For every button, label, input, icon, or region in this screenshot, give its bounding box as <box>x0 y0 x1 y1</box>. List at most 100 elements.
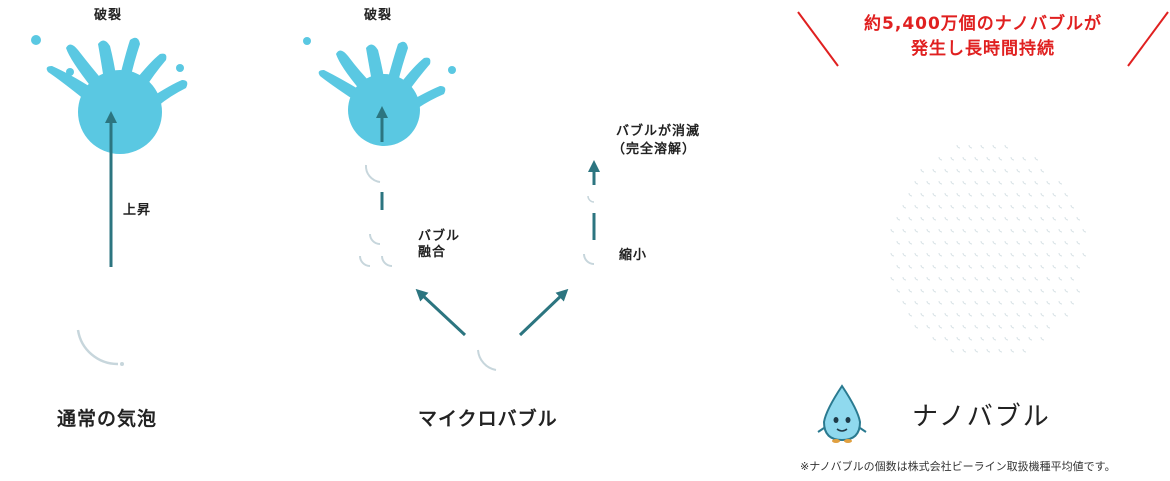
nano-bubble <box>932 336 937 341</box>
nano-bubble <box>1052 192 1057 197</box>
nano-bubble <box>998 300 1003 305</box>
nano-bubble <box>1034 204 1039 209</box>
nano-bubble <box>968 192 973 197</box>
nano-bubble <box>1004 288 1009 293</box>
nano-bubble <box>956 240 961 245</box>
normal-burst-label: 破裂 <box>94 8 123 23</box>
micro-bubble-icon <box>477 349 497 371</box>
nano-bubble <box>980 168 985 173</box>
nano-bubble <box>962 156 967 161</box>
nano-callout-line2: 発生し長時間持続 <box>911 39 1055 59</box>
nano-bubble <box>950 180 955 185</box>
micro-title: マイクロバブル <box>418 408 558 430</box>
normal-title: 通常の気泡 <box>57 408 158 430</box>
nano-bubble <box>932 168 937 173</box>
nano-bubble <box>998 204 1003 209</box>
nano-bubble <box>1058 228 1063 233</box>
nano-bubble <box>974 156 979 161</box>
nano-bubble <box>968 168 973 173</box>
nano-bubble <box>1028 192 1033 197</box>
nano-bubble <box>1010 180 1015 185</box>
nano-bubble <box>992 336 997 341</box>
nano-bubble <box>998 180 1003 185</box>
nano-bubble <box>944 240 949 245</box>
nano-bubble <box>1058 252 1063 257</box>
nano-bubble <box>944 264 949 269</box>
nano-bubble <box>1040 336 1045 341</box>
nano-bubble <box>950 204 955 209</box>
nano-bubble <box>932 288 937 293</box>
nano-bubble <box>962 276 967 281</box>
nano-bubble <box>1040 240 1045 245</box>
micro-vanish-label-2: （完全溶解） <box>612 142 697 157</box>
nano-bubble <box>950 276 955 281</box>
nano-bubble <box>986 180 991 185</box>
nano-bubble <box>1028 312 1033 317</box>
nano-bubble <box>926 300 931 305</box>
callout-left-line <box>797 11 839 67</box>
nano-bubble <box>902 204 907 209</box>
nano-bubble <box>968 144 973 149</box>
nano-bubble <box>1010 204 1015 209</box>
nano-bubble <box>932 216 937 221</box>
nano-bubble <box>1052 264 1057 269</box>
nano-bubble <box>1016 288 1021 293</box>
micro-shrink-bubble-icon <box>583 253 595 265</box>
nano-bubble <box>1034 180 1039 185</box>
nano-bubble <box>914 180 919 185</box>
nano-bubble <box>986 348 991 353</box>
nano-bubble <box>1058 180 1063 185</box>
nano-bubble <box>932 312 937 317</box>
normal-bubble-icon <box>76 329 119 366</box>
nano-bubble <box>1034 252 1039 257</box>
nano-bubble <box>974 348 979 353</box>
nano-bubble <box>1022 252 1027 257</box>
nano-bubble <box>1010 324 1015 329</box>
nano-bubble <box>1076 288 1081 293</box>
nano-bubble <box>890 228 895 233</box>
nano-bubble <box>944 192 949 197</box>
nano-bubble <box>962 204 967 209</box>
nano-bubble <box>902 300 907 305</box>
nano-bubble <box>968 336 973 341</box>
nano-bubble <box>1046 324 1051 329</box>
water-drop-mascot-icon <box>817 384 867 443</box>
nano-bubble <box>1040 288 1045 293</box>
nano-bubble <box>956 336 961 341</box>
nano-callout: 約5,400万個のナノバブルが 発生し長時間持続 <box>843 12 1123 62</box>
nano-bubble <box>956 216 961 221</box>
nano-bubble <box>974 300 979 305</box>
nano-bubble <box>950 156 955 161</box>
nano-bubble <box>992 288 997 293</box>
nano-bubble <box>998 252 1003 257</box>
nano-bubble <box>1070 228 1075 233</box>
nano-bubble <box>1052 240 1057 245</box>
nano-bubble <box>1076 264 1081 269</box>
micro-merge-label-1: バブル <box>418 229 461 244</box>
nano-bubble <box>956 264 961 269</box>
nano-bubble <box>926 204 931 209</box>
nano-bubble <box>974 252 979 257</box>
nano-bubble <box>1052 312 1057 317</box>
nano-title: ナノバブル <box>912 402 1051 432</box>
nano-bubble <box>890 276 895 281</box>
nano-bubble <box>950 324 955 329</box>
nano-bubble <box>1064 216 1069 221</box>
nano-bubble <box>1034 300 1039 305</box>
nano-footnote: ※ナノバブルの個数は株式会社ビーライン取扱機種平均値です。 <box>800 460 1116 473</box>
nano-bubble <box>914 276 919 281</box>
nano-bubble <box>1070 204 1075 209</box>
nano-bubble <box>950 300 955 305</box>
nano-bubble <box>962 300 967 305</box>
nano-bubble <box>1046 276 1051 281</box>
nano-bubble <box>1016 240 1021 245</box>
nano-bubble <box>1010 228 1015 233</box>
nano-bubble <box>1010 300 1015 305</box>
nano-bubble <box>974 276 979 281</box>
nano-bubble <box>908 216 913 221</box>
nano-bubble-field <box>890 144 1087 353</box>
nano-bubble <box>980 264 985 269</box>
nano-bubble <box>1064 192 1069 197</box>
nano-bubble <box>962 348 967 353</box>
nano-bubble <box>926 252 931 257</box>
